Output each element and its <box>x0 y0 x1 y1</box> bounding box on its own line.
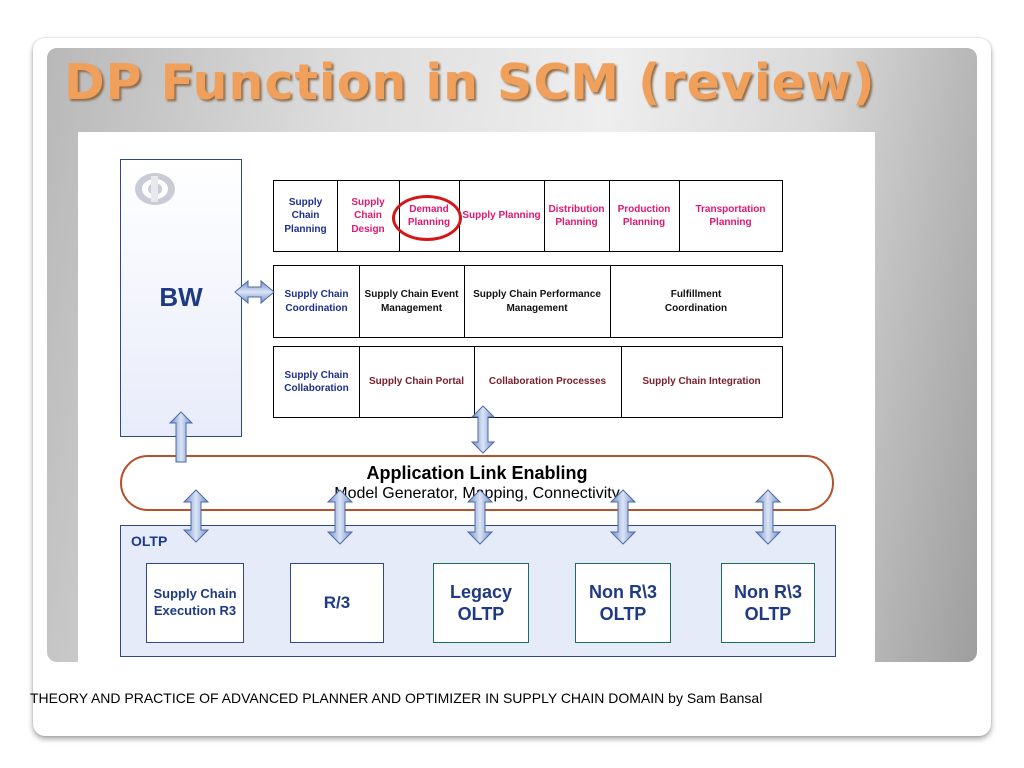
ale-bar: Application Link Enabling Model Generato… <box>120 455 834 511</box>
ale-subtitle: Model Generator, Mapping, Connectivity <box>334 485 620 502</box>
collaboration-row: Supply Chain Collaboration Supply Chain … <box>273 346 783 418</box>
cell-distribution-planning: Distribution Planning <box>548 203 605 229</box>
cell-transportation-planning: Transportation Planning <box>695 203 766 229</box>
cell-collaboration-processes: Collaboration Processes <box>488 376 607 388</box>
coordination-row: Supply Chain Coordination Supply Chain E… <box>273 265 783 338</box>
ale-title: Application Link Enabling <box>366 463 588 483</box>
cell-performance-management: Supply Chain Performance Management <box>473 289 601 314</box>
cell-supply-chain-integration: Supply Chain Integration <box>642 376 761 388</box>
oltp-legacy: Legacy OLTP <box>433 563 529 643</box>
cell-fulfillment-coordination: Fulfillment Coordination <box>664 289 728 314</box>
scm-diagram: BW Supply Chain Planning Supply Chain De… <box>78 132 875 663</box>
supply-chain-coordination-header: Supply Chain Coordination <box>284 289 349 314</box>
oltp-label: OLTP <box>131 533 168 549</box>
bw-box: BW <box>120 159 242 437</box>
demand-planning-highlight <box>392 195 462 241</box>
cell-production-planning: Production Planning <box>617 203 671 229</box>
slide-footer: THEORY AND PRACTICE OF ADVANCED PLANNER … <box>30 690 763 706</box>
oltp-non-r3-1: Non R\3 OLTP <box>575 563 671 643</box>
cell-supply-chain-portal: Supply Chain Portal <box>368 376 464 388</box>
oltp-supply-chain-execution: Supply Chain Execution R3 <box>146 563 244 643</box>
sap-apo-logo-icon <box>135 173 175 205</box>
cell-supply-planning: Supply Planning <box>462 210 541 222</box>
oltp-non-r3-2: Non R\3 OLTP <box>721 563 815 643</box>
bw-label: BW <box>159 282 203 312</box>
cell-event-management: Supply Chain Event Management <box>364 289 459 314</box>
cell-supply-chain-design: Supply Chain Design <box>351 196 385 235</box>
oltp-r3: R/3 <box>290 563 384 643</box>
supply-chain-planning-header: Supply Chain Planning <box>284 196 327 235</box>
slide-title: DP Function in SCM (review) <box>64 54 876 111</box>
supply-chain-collaboration-header: Supply Chain Collaboration <box>284 369 349 395</box>
planning-row: Supply Chain Planning Supply Chain Desig… <box>273 180 783 252</box>
